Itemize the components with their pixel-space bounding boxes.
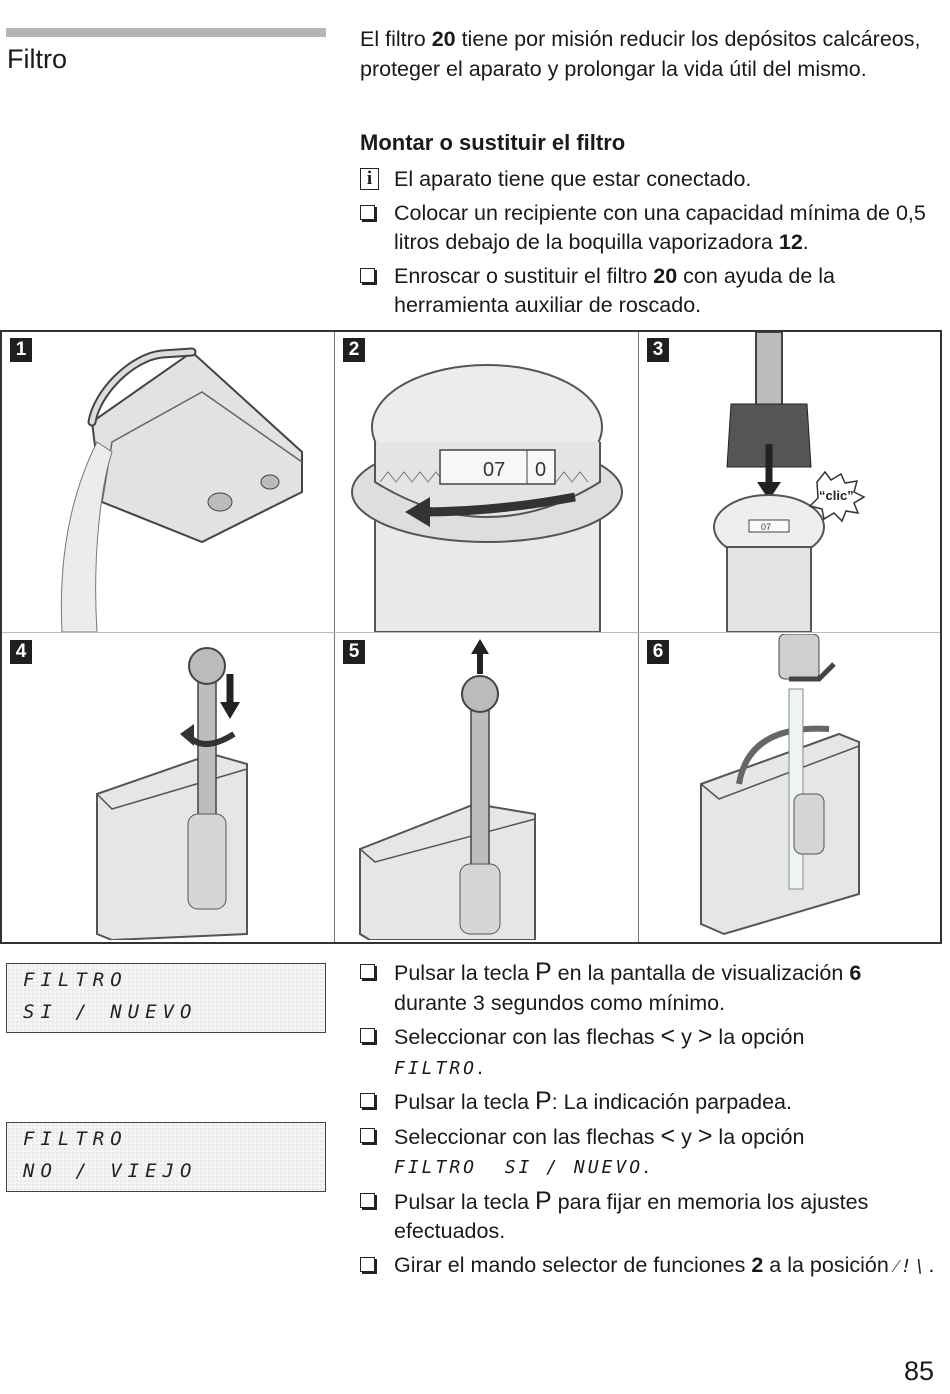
step-text: . <box>928 1252 935 1277</box>
intro-paragraph: El filtro 20 tiene por misión reducir lo… <box>360 25 940 84</box>
clic-label: “clic” <box>819 488 854 503</box>
list-item: Colocar un recipiente con una capacidad … <box>360 199 940 258</box>
intro-text-pre: El filtro <box>360 27 432 51</box>
step-text: la opción <box>712 1025 805 1049</box>
list-item: Pulsar la tecla P para fijar en memoria … <box>360 1187 940 1247</box>
checkbox-bullet-icon <box>360 1192 375 1208</box>
info-icon: i <box>360 168 379 190</box>
checkbox-bullet-icon <box>360 1028 375 1043</box>
lcd-inline-text: FILTRO <box>394 1057 478 1079</box>
list-item: Pulsar la tecla P en la pantalla de visu… <box>360 958 940 1018</box>
step-text: : La indicación parpadea. <box>551 1090 792 1114</box>
list-item: Girar el mando selector de funciones 2 a… <box>360 1251 940 1282</box>
step-badge: 2 <box>343 338 365 362</box>
step-text: . <box>477 1054 484 1079</box>
page-number: 85 <box>903 1356 934 1386</box>
dial-value-label: 07 <box>483 459 505 481</box>
ref-number: 2 <box>751 1252 764 1277</box>
step-text: y <box>675 1025 698 1049</box>
step-text: Pulsar la tecla <box>394 1189 536 1214</box>
step-text: . <box>802 230 809 254</box>
step-text: . <box>643 1154 650 1178</box>
step-text: y <box>675 1124 698 1149</box>
ref-number: 12 <box>778 230 803 254</box>
intro-text-post: tiene por misión reducir los depósitos c… <box>360 27 921 81</box>
settings-steps-list: Pulsar la tecla P en la pantalla de visu… <box>360 958 940 1285</box>
setup-steps-list: i El aparato tiene que estar conectado. C… <box>360 165 940 325</box>
checkbox-bullet-icon <box>360 1127 375 1143</box>
list-item: Seleccionar con las flechas < y > la opc… <box>360 1122 940 1183</box>
dial-value-label: 07 <box>761 522 771 532</box>
arrow-left-label: < <box>660 1121 676 1150</box>
step-text: en la pantalla de visualización <box>551 961 850 985</box>
panel-divider <box>334 332 335 942</box>
filter-tool-illustration: 07 “clic” <box>713 332 866 632</box>
step-text: Colocar un recipiente con una capacidad … <box>394 200 926 255</box>
lcd-display-2: FILTRO NO / VIEJO <box>6 1122 326 1192</box>
list-item: Enroscar o sustituir el filtro 20 con ay… <box>360 262 940 321</box>
step-text: con ayuda de la herramienta auxiliar de … <box>394 263 835 318</box>
step-badge: 6 <box>647 640 669 664</box>
step-text: durante 3 segundos como mínimo. <box>394 990 726 1015</box>
step-text: Seleccionar con las flechas <box>394 1124 661 1149</box>
lcd-line-2: SI / NUEVO <box>23 1001 198 1023</box>
key-label: P <box>535 1186 552 1215</box>
info-note: i El aparato tiene que estar conectado. <box>360 165 940 195</box>
arrow-right-label: > <box>697 1121 713 1150</box>
info-text: El aparato tiene que estar conectado. <box>394 167 752 191</box>
water-tank-illustration <box>60 347 303 632</box>
checkbox-bullet-icon <box>360 267 375 283</box>
illustration-panel: 1 07 0 2 07 “clic” <box>0 330 942 944</box>
checkbox-bullet-icon <box>360 1256 375 1272</box>
lcd-display-1: FILTRO SI / NUEVO <box>6 963 326 1033</box>
step-text: a la posición <box>763 1252 895 1277</box>
step-text: la opción <box>712 1124 805 1149</box>
list-item: Pulsar la tecla P: La indicación parpade… <box>360 1087 940 1118</box>
step-text: para fijar en memoria los ajustes efectu… <box>394 1189 869 1244</box>
step-illustration-3: 07 “clic” 3 <box>639 332 944 632</box>
checkbox-bullet-icon <box>360 964 375 979</box>
dial-value-label: 0 <box>535 459 546 481</box>
ref-number: 6 <box>849 961 862 985</box>
lcd-line-2: NO / VIEJO <box>23 1160 198 1182</box>
steam-position-icon: ⁄!\ <box>894 1255 929 1277</box>
step-text: Seleccionar con las flechas <box>394 1025 661 1049</box>
step-illustration-1: 1 <box>2 332 307 632</box>
tool-removal-illustration <box>359 639 536 940</box>
section-heading: Montar o sustituir el filtro <box>360 130 626 155</box>
section-rule <box>6 28 326 37</box>
lcd-inline-text: FILTRO SI / NUEVO <box>394 1157 644 1178</box>
arrow-left-label: < <box>660 1022 676 1050</box>
intro-ref-number: 20 <box>431 27 456 51</box>
step-badge: 5 <box>343 640 365 664</box>
ref-number: 20 <box>653 263 678 288</box>
step-illustration-2: 07 0 2 <box>335 332 640 632</box>
step-illustration-6: 6 <box>639 634 944 936</box>
step-text: Pulsar la tecla <box>394 961 536 985</box>
checkbox-bullet-icon <box>360 1093 375 1108</box>
checkbox-bullet-icon <box>360 204 375 220</box>
arrow-right-label: > <box>697 1022 713 1050</box>
filter-dial-illustration: 07 0 <box>351 364 623 632</box>
step-illustration-4: 4 <box>2 634 307 940</box>
step-text: Girar el mando selector de funciones <box>394 1252 752 1277</box>
lcd-line-1: FILTRO <box>23 969 128 991</box>
step-badge: 3 <box>647 338 669 362</box>
panel-divider <box>2 632 940 633</box>
key-label: P <box>535 1087 552 1115</box>
step-text: Enroscar o sustituir el filtro <box>394 263 654 288</box>
list-item: Seleccionar con las flechas < y > la opc… <box>360 1022 940 1083</box>
step-text: Pulsar la tecla <box>394 1090 536 1114</box>
section-title: Filtro <box>7 44 67 74</box>
tank-insert-illustration <box>96 647 248 940</box>
tank-filling-illustration <box>700 634 860 936</box>
panel-divider <box>638 332 639 942</box>
step-badge: 1 <box>10 338 32 362</box>
lcd-line-1: FILTRO <box>23 1128 128 1150</box>
step-badge: 4 <box>10 640 32 664</box>
step-illustration-5: 5 <box>335 634 640 940</box>
key-label: P <box>535 958 552 986</box>
